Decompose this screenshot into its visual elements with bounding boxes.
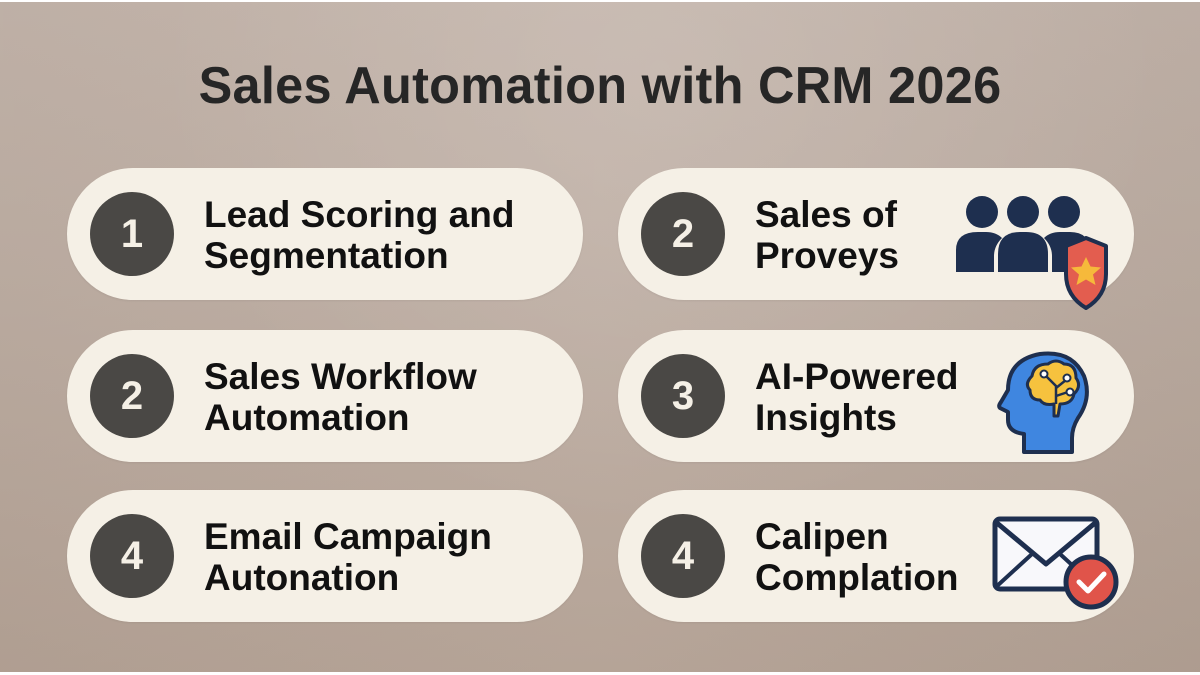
feature-card-sales-of-proveys: 2 Sales of Proveys [618, 168, 1134, 310]
feature-label: Calipen Complation [755, 516, 958, 598]
feature-card-calipen-complation: 4 Calipen Complation [618, 490, 1134, 622]
page-title: Sales Automation with CRM 2026 [198, 57, 1002, 115]
feature-label: Lead Scoring and Segmentation [204, 194, 514, 276]
feature-label-line2: Insights [755, 397, 897, 438]
feature-label-line1: Email Campaign [204, 516, 492, 557]
feature-label-line2: Proveys [755, 235, 899, 276]
feature-label-line2: Segmentation [204, 235, 449, 276]
feature-card-email-campaign: 4 Email Campaign Autonation [67, 490, 583, 622]
users-shield-icon [956, 196, 1108, 310]
email-check-icon [992, 516, 1119, 610]
feature-label-line2: Autonation [204, 557, 400, 598]
feature-label: Sales of Proveys [755, 194, 899, 276]
step-number-badge: 4 [90, 514, 174, 598]
step-number-badge: 2 [641, 192, 725, 276]
feature-label: AI-Powered Insights [755, 356, 959, 438]
step-number-badge: 3 [641, 354, 725, 438]
step-number-badge: 1 [90, 192, 174, 276]
step-number-badge: 2 [90, 354, 174, 438]
feature-label-line1: Sales of [755, 194, 897, 235]
feature-label-line1: Calipen [755, 516, 889, 557]
feature-label-line2: Automation [204, 397, 410, 438]
step-number-badge: 4 [641, 514, 725, 598]
feature-label-line1: AI-Powered [755, 356, 959, 397]
feature-label-line1: Sales Workflow [204, 356, 477, 397]
feature-label: Sales Workflow Automation [204, 356, 477, 438]
feature-card-lead-scoring: 1 Lead Scoring and Segmentation [67, 168, 583, 300]
feature-label-line1: Lead Scoring and [204, 194, 515, 235]
feature-card-sales-workflow: 2 Sales Workflow Automation [67, 330, 583, 462]
ai-brain-head-icon [997, 351, 1089, 454]
feature-label: Email Campaign Autonation [204, 516, 492, 598]
feature-label-line2: Complation [755, 557, 959, 598]
feature-card-ai-insights: 3 AI-Powered Insights [618, 330, 1134, 462]
